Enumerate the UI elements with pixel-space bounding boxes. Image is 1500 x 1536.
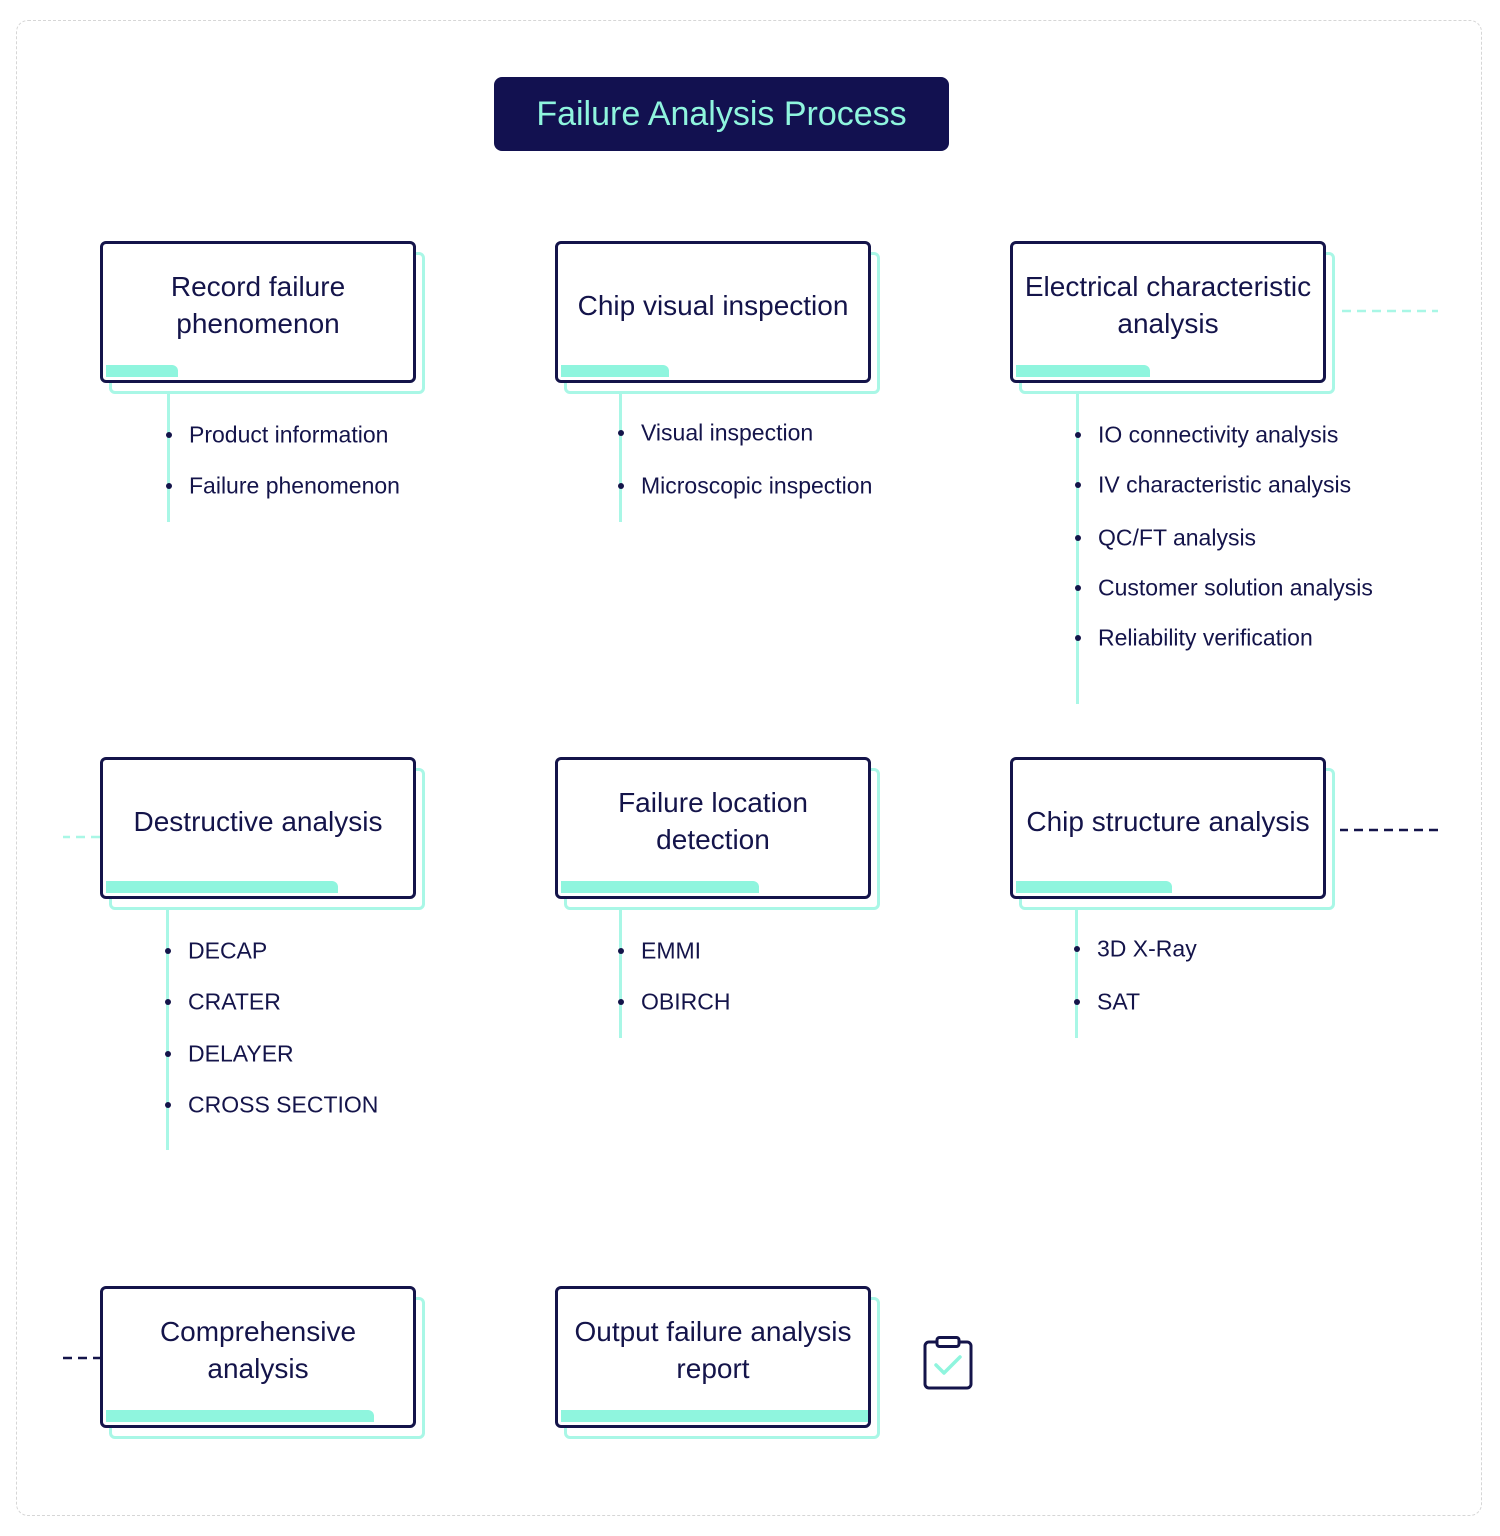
diagram-title: Failure Analysis Process [494, 77, 949, 151]
bullet-icon [618, 483, 624, 489]
step-record-failure-phenomenon: Record failure phenomenon [100, 241, 425, 394]
bullet-icon [165, 948, 171, 954]
bullet-icon [166, 483, 172, 489]
card-box: Chip structure analysis [1010, 757, 1326, 899]
bullet-icon [1075, 432, 1081, 438]
list-line [166, 908, 169, 1150]
diagram-frame [16, 20, 1482, 1516]
step-electrical-characteristic-analysis: Electrical characteristic analysis [1010, 241, 1335, 394]
bullet-icon [1074, 946, 1080, 952]
card-box: Electrical characteristic analysis [1010, 241, 1326, 383]
clipboard-check-icon [923, 1336, 973, 1390]
bullet-icon [166, 432, 172, 438]
step-destructive-analysis: Destructive analysis [100, 757, 425, 910]
list-line [1075, 908, 1078, 1038]
step-label: Output failure analysis report [574, 1316, 852, 1384]
card-box: Output failure analysis report [555, 1286, 871, 1428]
card-box: Failure location detection [555, 757, 871, 899]
bullet-icon [1075, 585, 1081, 591]
card-box: Record failure phenomenon [100, 241, 416, 383]
step-chip-structure-analysis: Chip structure analysis [1010, 757, 1335, 910]
bullet-icon [1075, 635, 1081, 641]
step-comprehensive-analysis: Comprehensive analysis [100, 1286, 425, 1439]
step-label: Failure location detection [618, 787, 808, 855]
step-label: Chip structure analysis [1026, 805, 1310, 837]
card-accent-bar [106, 881, 338, 893]
card-accent-bar [1016, 365, 1150, 377]
list-line [619, 392, 622, 522]
card-accent-bar [106, 365, 178, 377]
step-label: Comprehensive analysis [159, 1316, 357, 1384]
list-line [167, 392, 170, 522]
card-accent-bar [561, 881, 759, 893]
card-accent-bar [561, 1410, 868, 1422]
step-label: Record failure phenomenon [170, 271, 346, 339]
card-box: Comprehensive analysis [100, 1286, 416, 1428]
card-accent-bar [106, 1410, 374, 1422]
step-chip-visual-inspection: Chip visual inspection [555, 241, 880, 394]
card-box: Chip visual inspection [555, 241, 871, 383]
card-accent-bar [1016, 881, 1172, 893]
step-label: Chip visual inspection [577, 289, 849, 321]
step-label: Electrical characteristic analysis [1024, 271, 1312, 339]
card-accent-bar [561, 365, 669, 377]
list-line [619, 908, 622, 1038]
bullet-icon [165, 999, 171, 1005]
bullet-icon [1075, 535, 1081, 541]
step-output-report: Output failure analysis report [555, 1286, 880, 1439]
bullet-icon [618, 430, 624, 436]
bullet-icon [618, 999, 624, 1005]
card-box: Destructive analysis [100, 757, 416, 899]
step-failure-location-detection: Failure location detection [555, 757, 880, 910]
step-label: Destructive analysis [133, 805, 383, 837]
bullet-icon [618, 948, 624, 954]
bullet-icon [165, 1102, 171, 1108]
bullet-icon [165, 1051, 171, 1057]
bullet-icon [1075, 482, 1081, 488]
bullet-icon [1074, 999, 1080, 1005]
list-line [1076, 392, 1079, 704]
